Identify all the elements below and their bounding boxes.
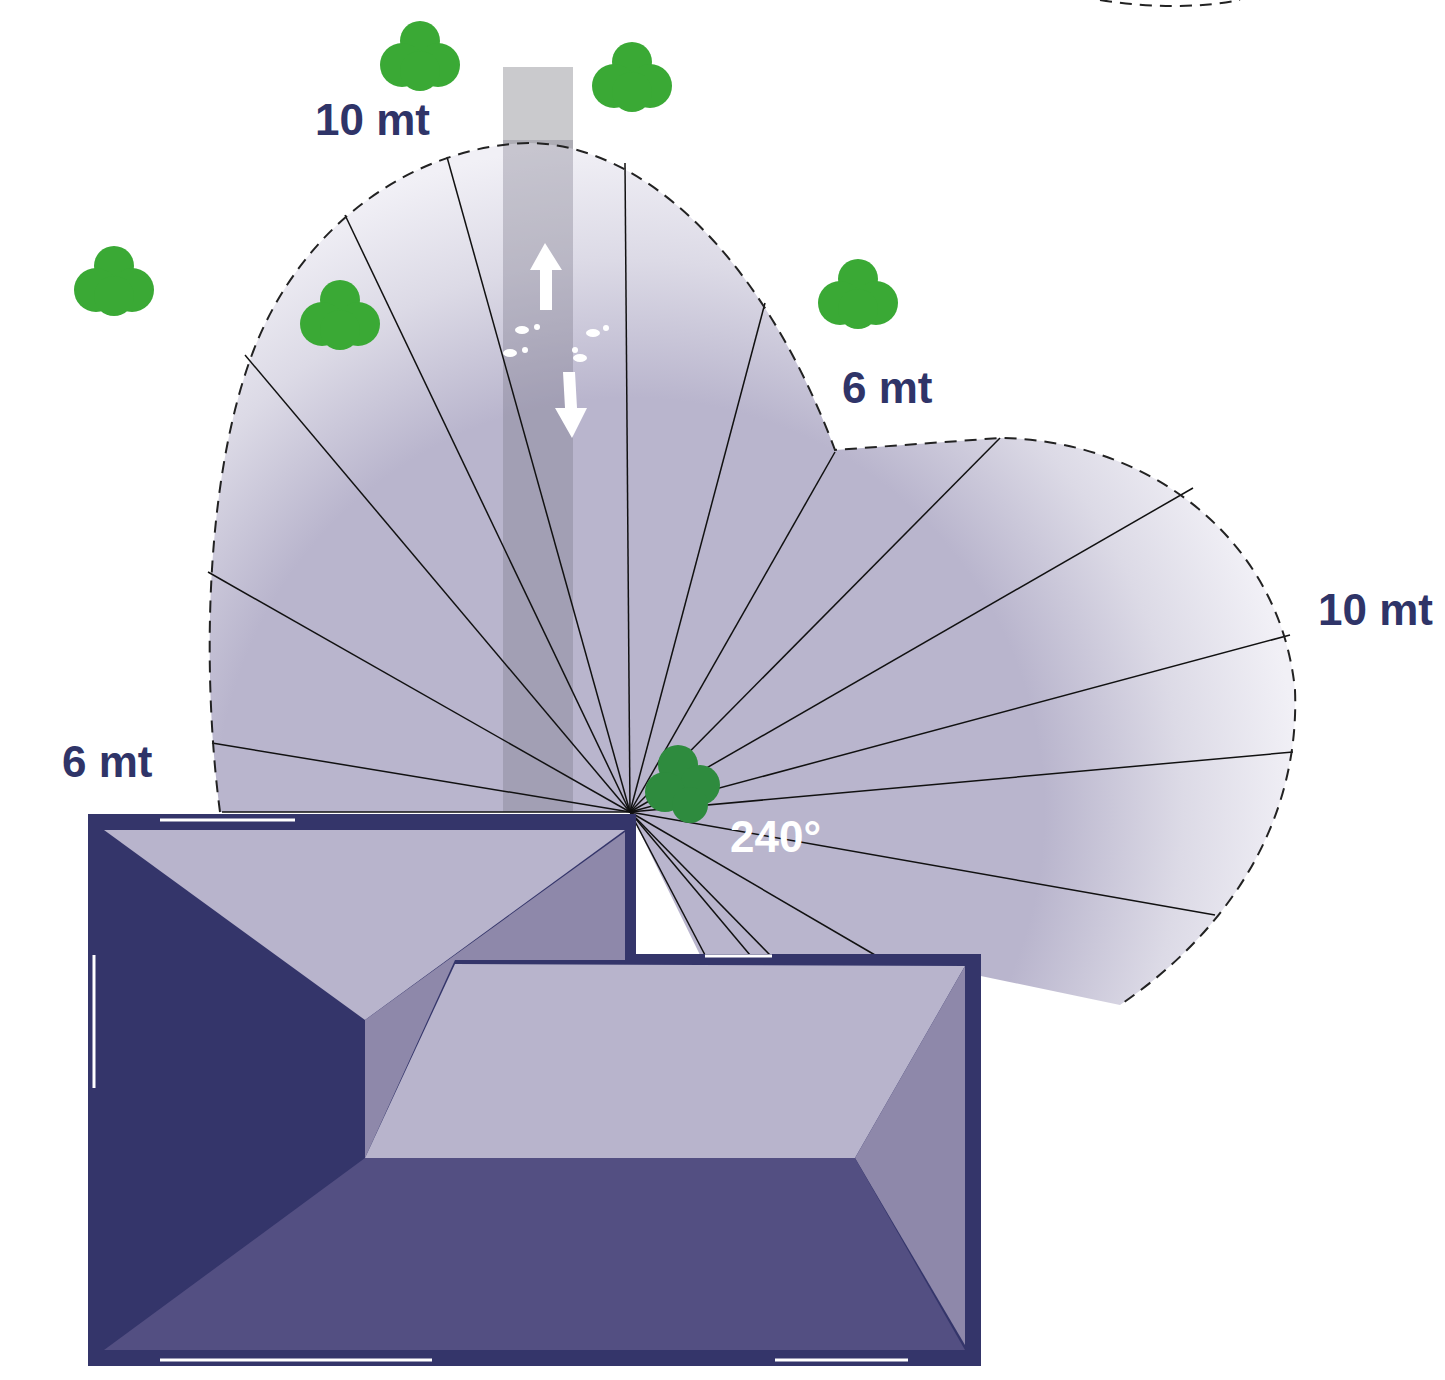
detection-ray xyxy=(625,163,630,812)
distance-label: 6 mt xyxy=(62,740,152,784)
distance-label: 10 mt xyxy=(1318,588,1433,632)
detection-ray xyxy=(630,488,1193,812)
pathway xyxy=(503,140,573,812)
tree xyxy=(818,259,898,329)
tree xyxy=(380,21,460,91)
detection-ray xyxy=(630,812,705,955)
detection-ray xyxy=(222,811,630,813)
detection-ray xyxy=(630,812,875,955)
detection-ray xyxy=(630,635,1290,812)
detection-ray xyxy=(630,452,835,812)
distance-label: 10 mt xyxy=(315,98,430,142)
detection-ray xyxy=(212,743,630,812)
angle-label: 240° xyxy=(730,815,821,859)
detection-ray xyxy=(630,303,765,812)
detection-ray xyxy=(447,157,630,812)
house-roof xyxy=(92,818,977,1362)
distance-label: 6 mt xyxy=(842,366,932,410)
pathway-top xyxy=(503,67,573,812)
trees xyxy=(74,21,898,350)
tree xyxy=(300,280,380,350)
tree xyxy=(74,246,154,316)
walking-person xyxy=(503,243,609,438)
detection-ray xyxy=(245,355,630,812)
tree xyxy=(592,42,672,112)
detection-ray xyxy=(208,572,630,812)
detection-ray xyxy=(630,752,1293,812)
area-outline xyxy=(1100,0,1240,6)
detection-ray xyxy=(630,438,1000,812)
sensor xyxy=(645,745,720,823)
